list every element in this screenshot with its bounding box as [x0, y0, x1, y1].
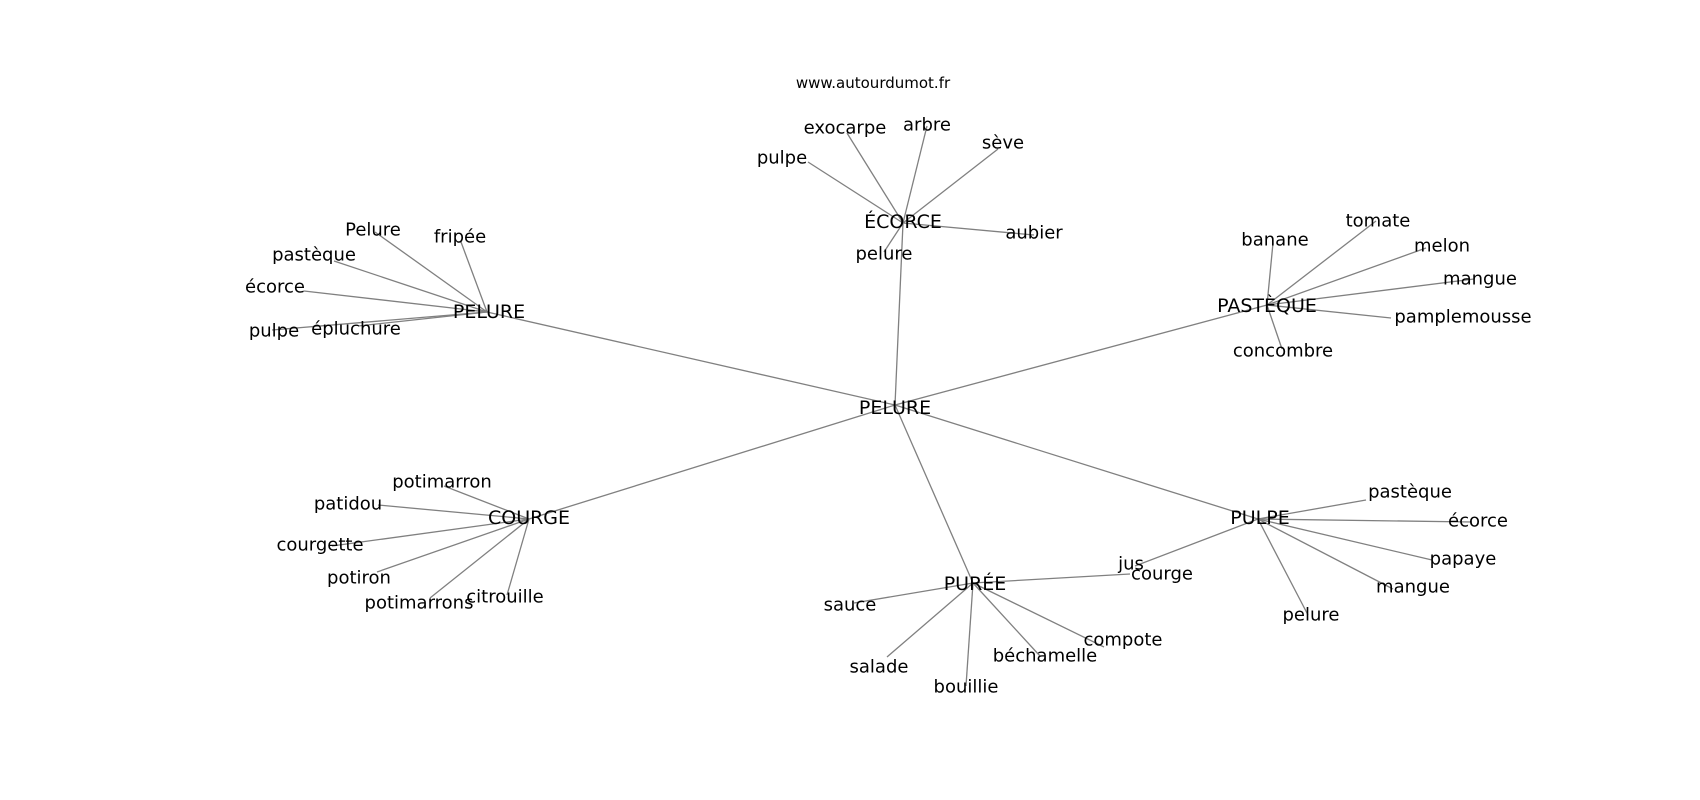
leaf-edge — [357, 311, 488, 327]
leaf-node-label: jus — [1117, 554, 1144, 575]
hub-node-label: ÉCORCE — [864, 210, 942, 233]
leaf-node-label: aubier — [1005, 223, 1063, 244]
leaf-edge — [331, 518, 530, 547]
leaf-edge — [965, 582, 974, 687]
leaf-edge — [1266, 278, 1475, 306]
leaf-node-label: salade — [850, 657, 909, 678]
leaf-node-label: écorce — [245, 277, 305, 298]
leaf-edge — [1134, 518, 1259, 567]
center-edge — [894, 222, 904, 406]
leaf-node-label: courgette — [276, 535, 363, 556]
leaf-edge — [1257, 518, 1394, 590]
leaf-node-label: pulpe — [757, 148, 807, 169]
center-edge — [894, 404, 974, 584]
hub-node-label: COURGE — [488, 507, 570, 529]
graph-edges — [271, 125, 1475, 687]
leaf-edge — [883, 222, 904, 253]
leaf-node-label: potiron — [327, 568, 391, 589]
hub-node-label: PELURE — [453, 301, 525, 323]
leaf-node-label: mangue — [1376, 577, 1450, 598]
leaf-edge — [1266, 304, 1392, 319]
leaf-edge — [807, 161, 904, 224]
leaf-edge — [1257, 518, 1473, 523]
leaf-node-label: béchamelle — [993, 646, 1098, 667]
leaf-edge — [1257, 518, 1433, 561]
leaf-edge — [902, 222, 1035, 236]
leaf-node-label: potimarron — [392, 472, 492, 493]
leaf-node-label: pelure — [1283, 605, 1340, 626]
leaf-edge — [303, 290, 488, 313]
leaf-edge — [333, 260, 488, 313]
leaf-edge — [460, 241, 488, 313]
leaf-node-label: citrouille — [466, 587, 543, 608]
leaf-edge — [972, 582, 1041, 657]
leaf-edge — [1266, 220, 1377, 306]
source-url: www.autourdumot.fr — [796, 74, 951, 92]
leaf-edge — [846, 132, 904, 224]
leaf-edge — [886, 582, 974, 658]
center-edge — [894, 404, 1259, 520]
center-edge — [486, 311, 896, 406]
leaf-node-label: épluchure — [311, 319, 401, 340]
leaf-edge — [902, 125, 928, 224]
center-edge — [894, 304, 1268, 406]
leaf-node-label: pastèque — [1368, 482, 1452, 503]
leaf-node-label: bouillie — [934, 677, 999, 698]
leaf-node-label: banane — [1241, 230, 1308, 251]
leaf-node-label: pamplemousse — [1394, 307, 1531, 328]
leaf-node-label: compote — [1083, 630, 1162, 651]
leaf-edge — [429, 518, 530, 599]
center-node-label: PELURE — [859, 397, 931, 419]
leaf-edge — [1257, 499, 1367, 520]
hub-node-label: PULPE — [1230, 507, 1289, 529]
leaf-node-label: pulpe — [249, 321, 299, 342]
leaf-node-label: potimarrons — [365, 593, 474, 614]
leaf-edge — [376, 518, 530, 573]
leaf-node-label: fripée — [434, 227, 486, 248]
graph-labels: PELURE ÉCORCE pulpe exocarpe arbre sève aubier… — [245, 115, 1532, 698]
leaf-edge — [506, 518, 530, 596]
leaf-node-label: tomate — [1346, 211, 1411, 232]
leaf-edge — [1266, 242, 1274, 306]
leaf-edge — [377, 504, 530, 520]
leaf-node-label: arbre — [903, 115, 951, 136]
leaf-node-label: Pelure — [345, 220, 401, 241]
leaf-node-label: écorce — [1448, 511, 1508, 532]
leaf-edge — [1257, 518, 1309, 616]
leaf-node-label: pastèque — [272, 245, 356, 266]
leaf-node-label: mangue — [1443, 269, 1517, 290]
center-edge — [528, 404, 896, 520]
leaf-edge — [853, 582, 974, 604]
hub-node-label: PASTÈQUE — [1217, 294, 1317, 317]
leaf-node-label: exocarpe — [804, 118, 887, 139]
leaf-edge — [443, 485, 530, 520]
leaf-node-label: sauce — [824, 595, 877, 616]
leaf-node-label: concombre — [1233, 341, 1333, 362]
leaf-node-label: papaye — [1430, 549, 1497, 570]
leaf-edge — [1266, 304, 1283, 350]
leaf-node-label: courge — [1131, 564, 1193, 585]
leaf-node-label: sève — [982, 133, 1024, 154]
leaf-edge — [902, 148, 999, 224]
leaf-edge — [1266, 247, 1427, 306]
leaf-node-label: melon — [1414, 236, 1470, 257]
leaf-node-label: pelure — [856, 244, 913, 265]
leaf-node-label: patidou — [314, 494, 382, 515]
hub-node-label: PURÉE — [944, 572, 1007, 595]
leaf-edge — [374, 231, 488, 313]
leaf-edge — [972, 582, 1105, 648]
leaf-edge — [972, 573, 1131, 584]
leaf-edge — [271, 311, 488, 331]
